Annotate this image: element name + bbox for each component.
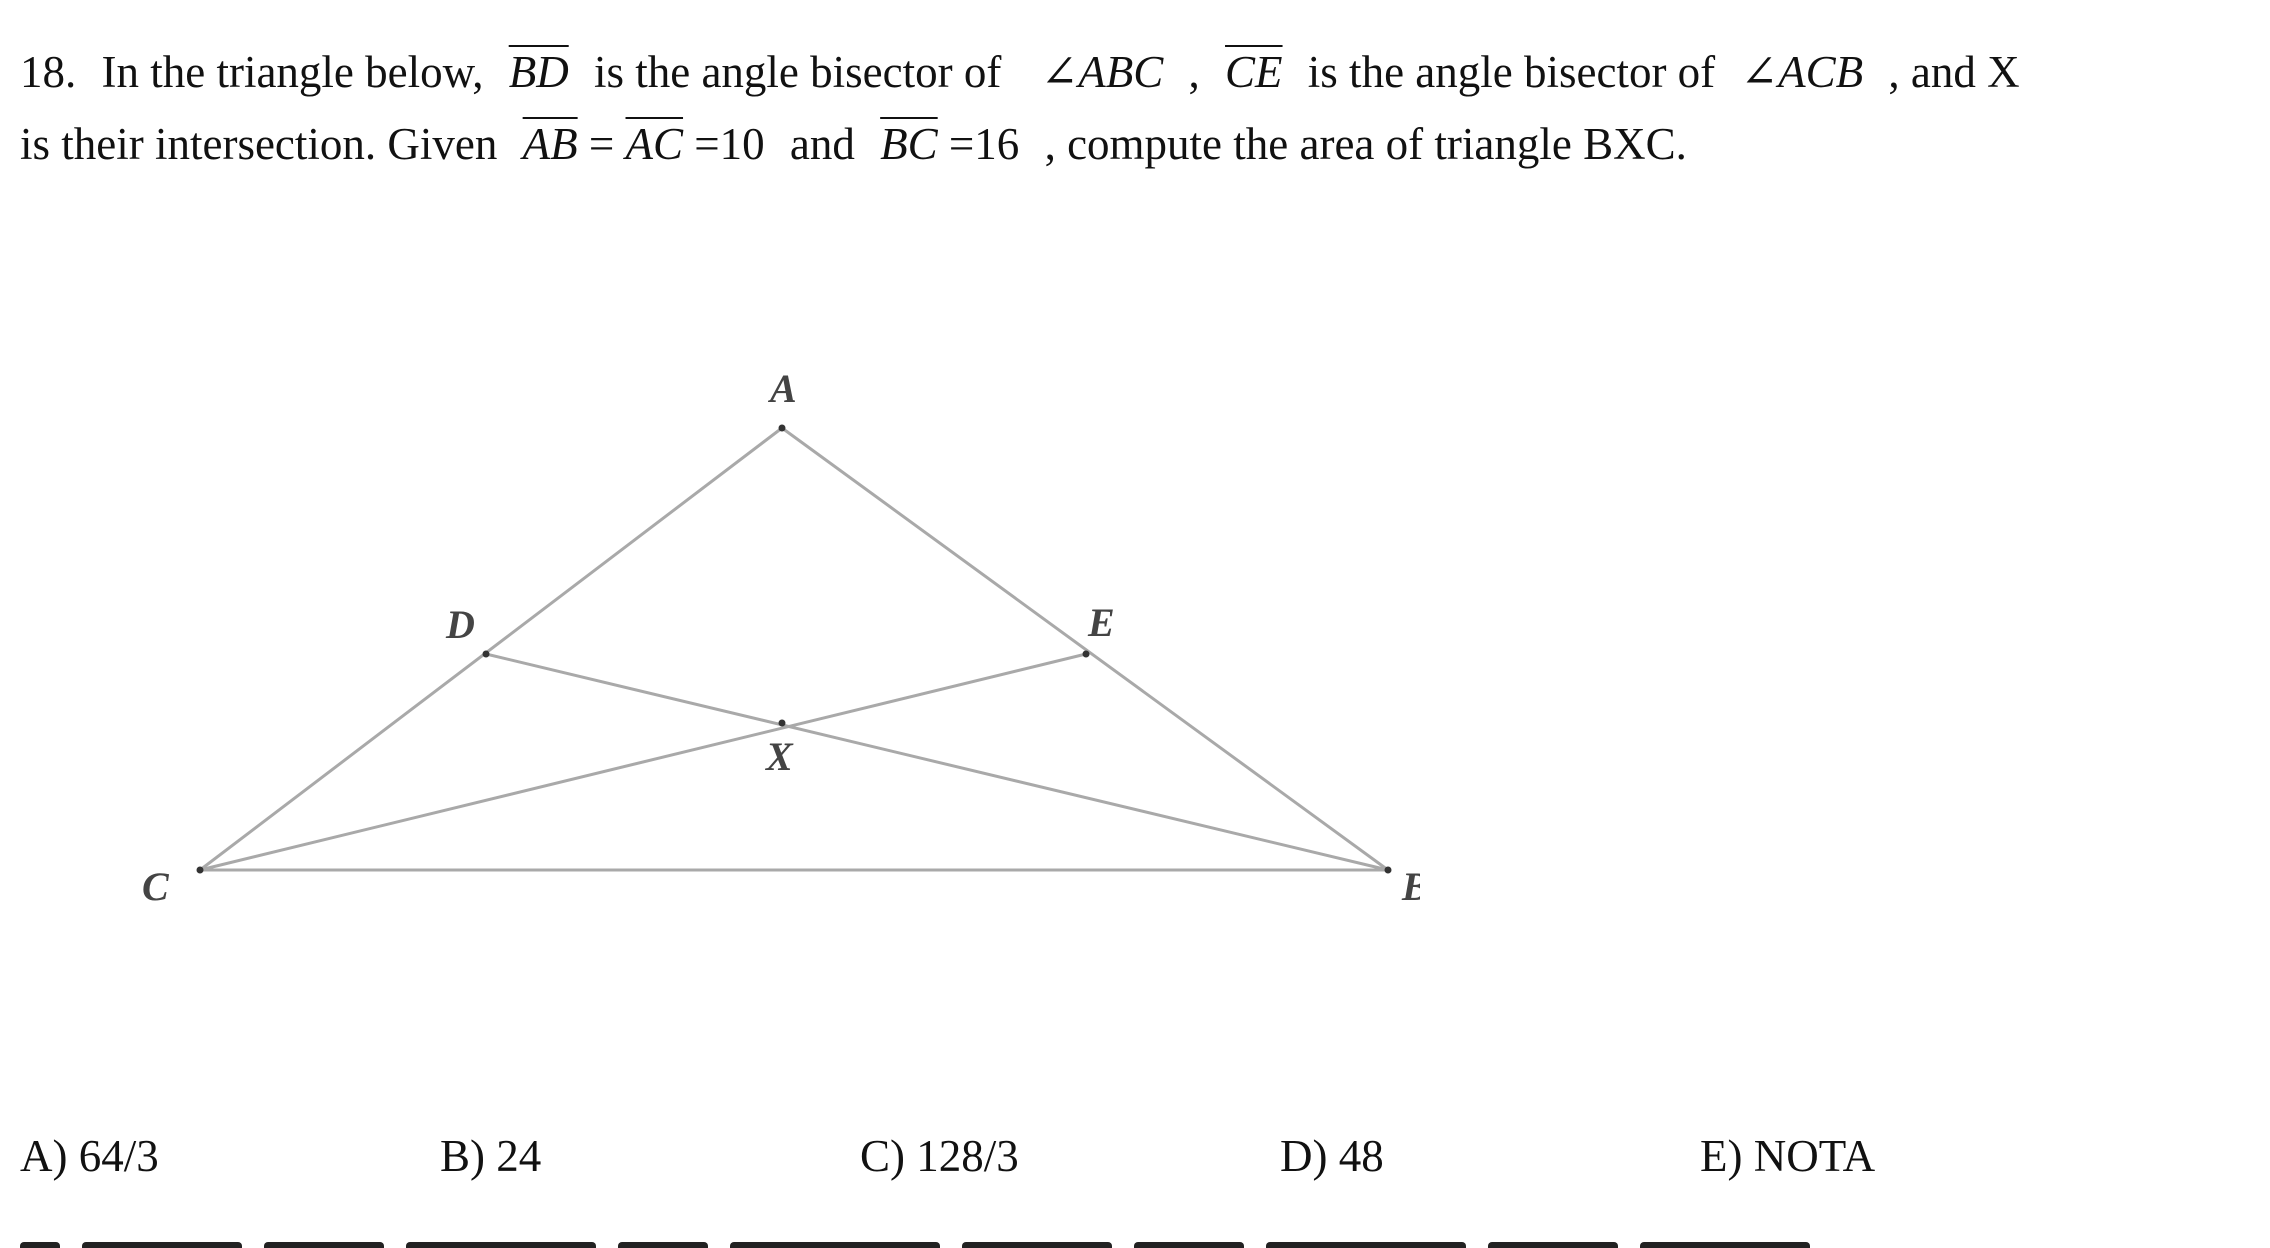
question-text: 18. In the triangle below, BD is the ang… <box>20 36 2200 180</box>
answer-choices: A) 64/3 B) 24 C) 128/3 D) 48 E) NOTA <box>20 1130 2220 1194</box>
question-comma: , <box>1188 47 1200 97</box>
equals-sixteen: =16 <box>948 119 1020 169</box>
point-a <box>778 424 786 432</box>
choice-b: B) 24 <box>440 1131 542 1181</box>
point-d <box>482 650 490 658</box>
side-ac <box>198 426 784 872</box>
segment-ce: CE <box>1225 47 1283 97</box>
point-c <box>196 866 204 874</box>
equals-sign: = <box>588 119 615 169</box>
angle-abc: ∠ABC <box>1040 47 1164 97</box>
label-a: A <box>767 366 797 411</box>
point-b <box>1384 866 1392 874</box>
question-line-1: 18. In the triangle below, BD is the ang… <box>20 36 2200 108</box>
segment-ac: AC <box>625 119 684 169</box>
choice-c: C) 128/3 <box>860 1131 1019 1181</box>
choice-d: D) 48 <box>1280 1131 1384 1181</box>
bisector-bd <box>484 652 1390 872</box>
label-x: X <box>764 734 794 779</box>
next-question-cutoff <box>20 1236 1920 1248</box>
question-line-2: is their intersection. Given AB = AC =10… <box>20 108 2200 180</box>
triangle-diagram: A B C D E X <box>142 366 1420 909</box>
bisector-ce <box>198 652 1088 872</box>
side-ab <box>780 426 1390 872</box>
label-c: C <box>142 864 170 909</box>
question-text-part: In the triangle below, <box>101 47 484 97</box>
point-e <box>1082 650 1090 658</box>
question-number: 18. <box>20 47 77 97</box>
choice-a: A) 64/3 <box>20 1131 159 1181</box>
segment-bd: BD <box>508 47 569 97</box>
angle-acb: ∠ACB <box>1740 47 1864 97</box>
question-text-part: , and X <box>1888 47 2020 97</box>
question-text-part: is the angle bisector of <box>593 47 1002 97</box>
point-x <box>778 719 786 727</box>
segment-ab: AB <box>522 119 578 169</box>
segment-bc: BC <box>880 119 938 169</box>
label-b: B <box>1401 864 1420 909</box>
question-text-part: is their intersection. Given <box>20 119 498 169</box>
choice-e: E) NOTA <box>1700 1131 1876 1181</box>
equals-ten: =10 <box>694 119 765 169</box>
label-e: E <box>1087 600 1115 645</box>
question-text-part: , compute the area of triangle BXC. <box>1044 119 1687 169</box>
question-text-part: is the angle bisector of <box>1307 47 1716 97</box>
label-d: D <box>445 602 475 647</box>
question-text-part: and <box>789 119 855 169</box>
